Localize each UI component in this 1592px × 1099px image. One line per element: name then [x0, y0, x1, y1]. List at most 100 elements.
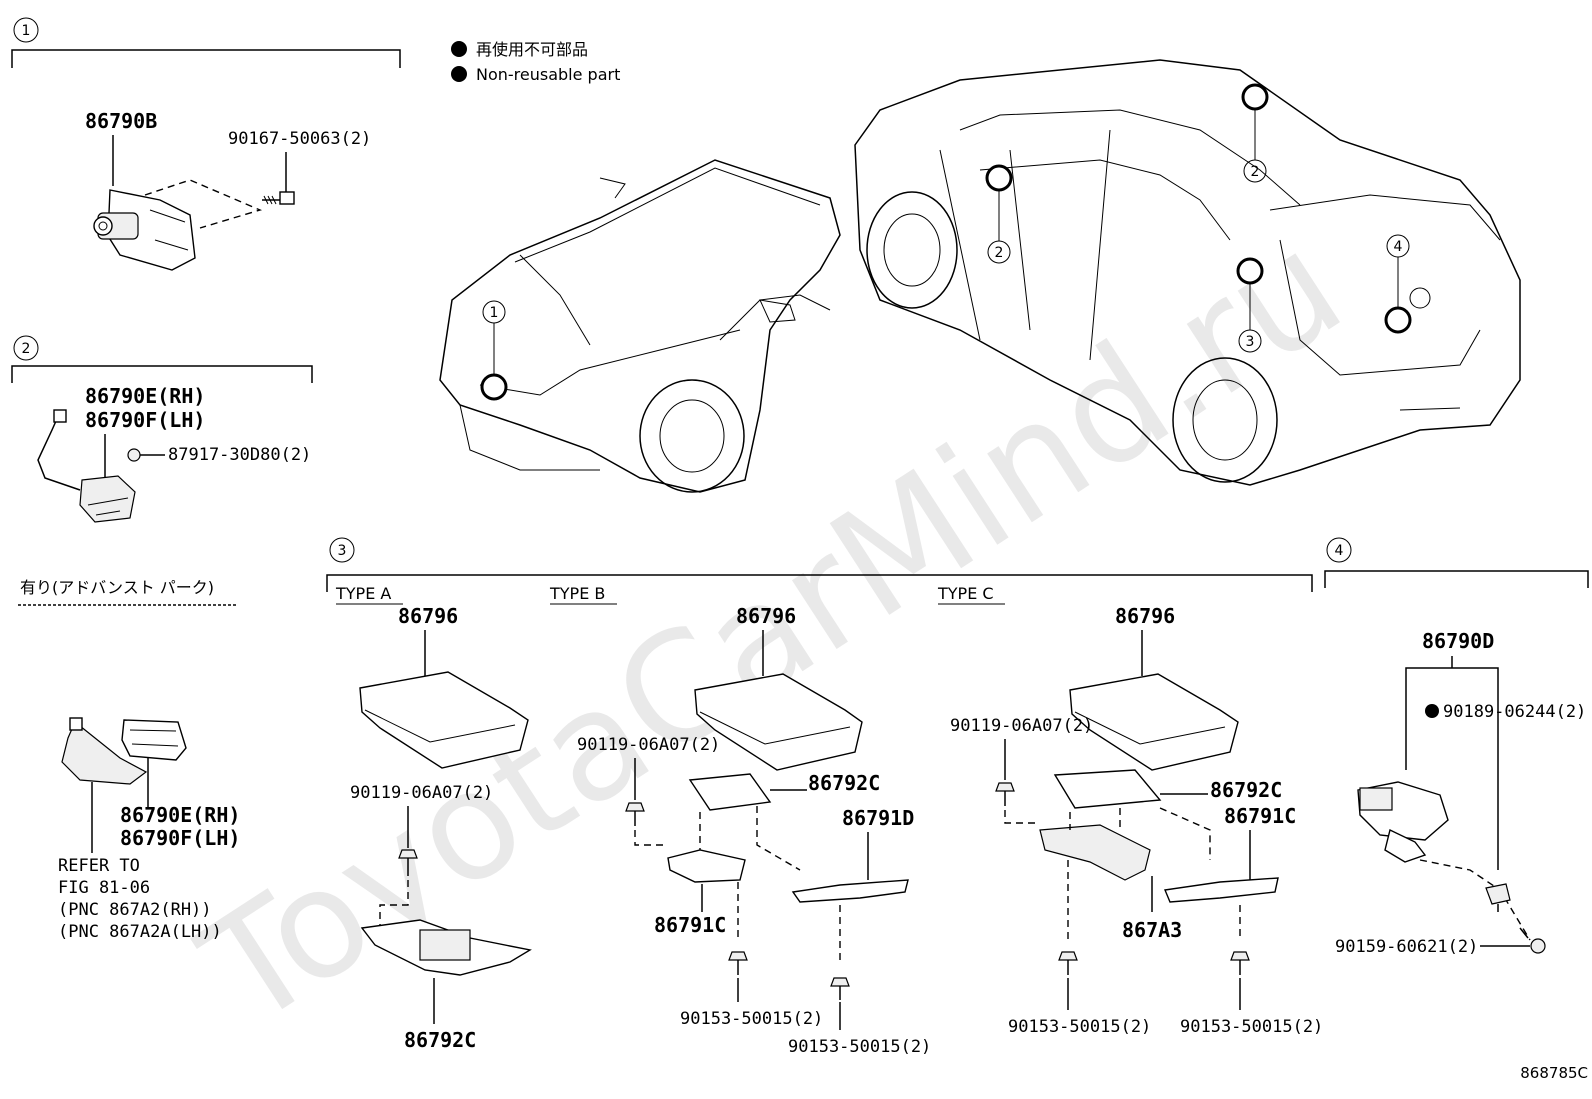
section-number: 2 — [22, 341, 31, 357]
screw-icon — [1519, 927, 1546, 954]
bolt-icon — [995, 782, 1015, 806]
section-number: 3 — [338, 543, 347, 559]
part-number-screw: 90159-60621(2) — [1335, 937, 1478, 957]
type-c: TYPE C 86796 90119-06A07(2) 86792C 86791… — [937, 584, 1323, 1037]
part-number-86796: 86796 — [1115, 604, 1175, 628]
bolt-icon — [398, 849, 418, 876]
part-number-86790E-ref: 86790E(RH) — [120, 803, 240, 827]
location-marker — [480, 373, 508, 401]
section-number-badge — [329, 537, 355, 563]
group-4: 4 86790D 90189-06244(2) 90159-60621(2) — [1324, 537, 1589, 957]
cover-part — [694, 673, 863, 771]
group-bracket — [11, 365, 313, 383]
bolt-icon — [728, 951, 748, 975]
group-bracket — [1324, 570, 1589, 588]
refer-line: (PNC 867A2(RH)) — [58, 900, 212, 920]
refer-line: FIG 81-06 — [58, 878, 150, 898]
part-number-bolt: 90167-50063(2) — [228, 129, 371, 149]
part-number-86790B: 86790B — [85, 109, 157, 133]
type-b-label: TYPE B — [549, 584, 605, 603]
watermark: ToyotaCarMind.ru — [174, 199, 1371, 1061]
bolt-icon — [1058, 951, 1078, 975]
group-bracket — [11, 49, 401, 68]
callout-badge — [1243, 159, 1267, 183]
filled-dot-icon — [1425, 704, 1439, 718]
group-bracket — [326, 574, 1313, 592]
part-number-86796: 86796 — [398, 604, 458, 628]
legend-line-en: Non-reusable part — [476, 65, 620, 84]
bolt-icon — [830, 977, 850, 1000]
callout-number: 2 — [1251, 164, 1260, 180]
type-b: TYPE B 86796 90119-06A07(2) 86792C 86791… — [549, 584, 931, 1057]
group-3: 3 TYPE A 86796 90119-06A07(2) 86792C TYP… — [326, 537, 1323, 1057]
assembly-dash — [144, 179, 263, 229]
screw-icon — [127, 448, 141, 462]
advanced-park-header: 有り(アドバンスト パーク) — [20, 578, 214, 597]
part-number-86791D: 86791D — [842, 806, 914, 830]
part-number-86791C: 86791C — [1224, 804, 1296, 828]
module-part — [1053, 769, 1162, 809]
rear-camera-part — [1357, 781, 1449, 863]
type-c-label: TYPE C — [937, 584, 994, 603]
section-number: 1 — [22, 23, 31, 39]
callout-badge — [482, 300, 506, 324]
location-marker — [1241, 83, 1269, 111]
part-number-bolt-lower: 90153-50015(2) — [1180, 1017, 1323, 1037]
location-marker — [1384, 306, 1412, 334]
leader-bracket — [1405, 656, 1499, 870]
advanced-park-reference: 有り(アドバンスト パーク) 86790E(RH) 86790F(LH) REF… — [18, 578, 240, 942]
part-number-86792C: 86792C — [404, 1028, 476, 1052]
part-number-bolt: 90119-06A07(2) — [577, 735, 720, 755]
bracket-part — [791, 879, 909, 903]
section-number-badge — [1326, 537, 1352, 563]
part-number-bolt: 90119-06A07(2) — [350, 783, 493, 803]
ecu-part — [1039, 824, 1151, 881]
part-number-bolt: 90119-06A07(2) — [950, 716, 1093, 736]
part-number-86791C: 86791C — [654, 913, 726, 937]
filled-dot-icon — [451, 66, 467, 82]
module-part — [688, 773, 772, 811]
cover-part — [1069, 673, 1239, 771]
group-2: 2 86790E(RH) 86790F(LH) 87917-30D80(2) — [11, 335, 313, 523]
callout-number: 1 — [490, 305, 499, 321]
legend-line-jp: 再使用不可部品 — [476, 40, 588, 59]
callout-number: 2 — [995, 245, 1004, 261]
bolt-icon — [625, 802, 645, 826]
type-a-label: TYPE A — [335, 584, 391, 603]
bolt-icon — [262, 191, 295, 205]
filled-dot-icon — [451, 41, 467, 57]
part-number-bolt-lower: 90153-50015(2) — [1008, 1017, 1151, 1037]
part-number-86796: 86796 — [736, 604, 796, 628]
callout-badge — [987, 240, 1011, 264]
callout-number: 4 — [1394, 239, 1403, 255]
part-number-867A3: 867A3 — [1122, 918, 1182, 942]
legend: 再使用不可部品 Non-reusable part — [451, 40, 620, 84]
type-a: TYPE A 86796 90119-06A07(2) 86792C — [335, 584, 532, 1052]
callout-badge — [1386, 234, 1410, 258]
part-number-bolt-lower: 90153-50015(2) — [788, 1037, 931, 1057]
callout-badge — [1238, 329, 1262, 353]
clip-icon — [1485, 883, 1511, 912]
bracket-part — [1164, 877, 1279, 903]
refer-line: (PNC 867A2A(LH)) — [58, 922, 222, 942]
rear-camera-part — [93, 189, 196, 271]
bolt-icon — [1230, 951, 1250, 975]
part-number-86790F: 86790F(LH) — [85, 408, 205, 432]
part-number-bolt-lower: 90153-50015(2) — [680, 1009, 823, 1029]
section-number: 4 — [1335, 543, 1344, 559]
part-number-86790F-ref: 86790F(LH) — [120, 826, 240, 850]
section-number-badge — [13, 335, 39, 361]
part-number-86792C: 86792C — [1210, 778, 1282, 802]
location-marker — [1236, 257, 1264, 285]
side-camera-part — [61, 717, 187, 785]
car-rear-interior-illustration — [854, 59, 1521, 486]
part-number-screw: 87917-30D80(2) — [168, 445, 311, 465]
part-number-clip: 90189-06244(2) — [1443, 702, 1586, 722]
car-front-illustration — [439, 159, 841, 493]
car-callouts: 1 2 2 3 4 — [480, 83, 1412, 401]
callout-number: 3 — [1246, 334, 1255, 350]
part-number-86790E: 86790E(RH) — [85, 384, 205, 408]
part-number-86790D: 86790D — [1422, 629, 1494, 653]
location-marker — [985, 164, 1013, 192]
